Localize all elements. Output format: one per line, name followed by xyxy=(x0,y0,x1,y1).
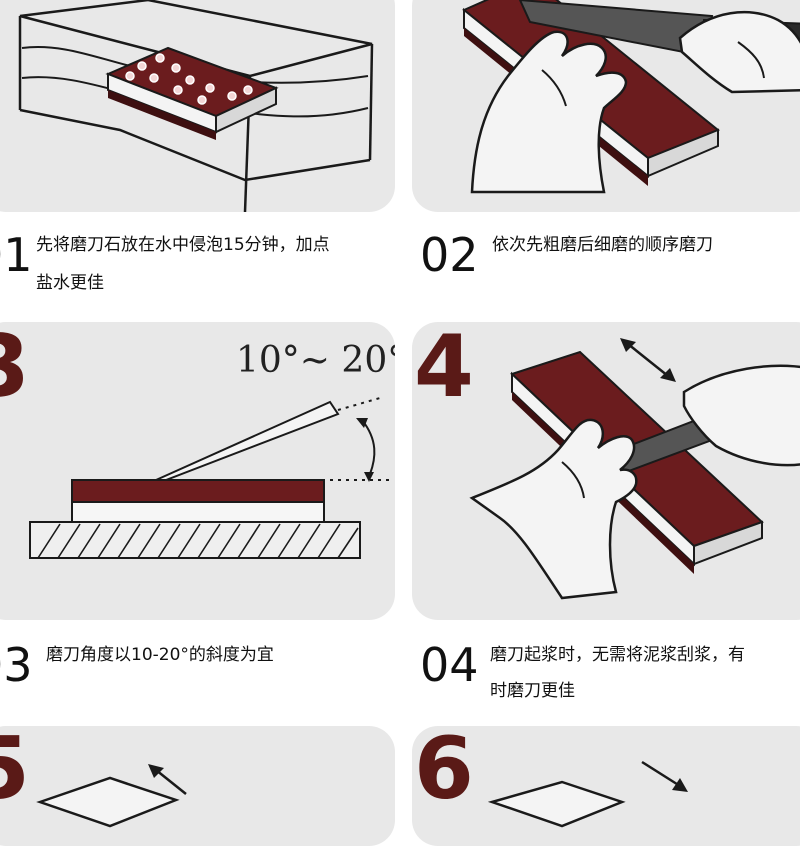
soak-illustration xyxy=(18,0,374,212)
step-5-illustration xyxy=(36,764,187,828)
panel-3-big-number: 3 xyxy=(0,324,30,410)
panel-5-big-number: 5 xyxy=(0,726,30,812)
angle-illustration xyxy=(29,397,392,559)
panel-step-4-slurry xyxy=(412,322,800,620)
panel-step-5 xyxy=(0,726,395,846)
step-3-number: 03 xyxy=(0,638,33,692)
panel-6-big-number: 6 xyxy=(414,719,474,819)
step-4-number: 04 xyxy=(420,638,479,692)
step-4-text-line1: 磨刀起浆时，无需将泥浆刮浆，有 xyxy=(490,645,745,665)
step-2-number: 02 xyxy=(420,228,479,282)
slurry-illustration xyxy=(469,338,800,600)
step-1-text-line2: 盐水更佳 xyxy=(36,273,104,293)
step-1-text-line1: 先将磨刀石放在水中侵泡15分钟，加点 xyxy=(36,235,330,255)
step-2-text-line1: 依次先粗磨后细磨的顺序磨刀 xyxy=(492,235,713,255)
panel-4-big-number: 4 xyxy=(414,317,474,417)
panel-step-3-angle: 10°~ 20° xyxy=(0,322,395,620)
step-3-text-line1: 磨刀角度以10-20°的斜度为宜 xyxy=(46,645,274,665)
step-1-number: 01 xyxy=(0,228,33,282)
panel-step-2-sharpen xyxy=(412,0,800,212)
sharpen-illustration xyxy=(462,0,800,194)
step-4-text-line2: 时磨刀更佳 xyxy=(490,681,575,701)
angle-range-label: 10°~ 20° xyxy=(236,340,395,381)
panel-step-1-soak xyxy=(0,0,395,212)
